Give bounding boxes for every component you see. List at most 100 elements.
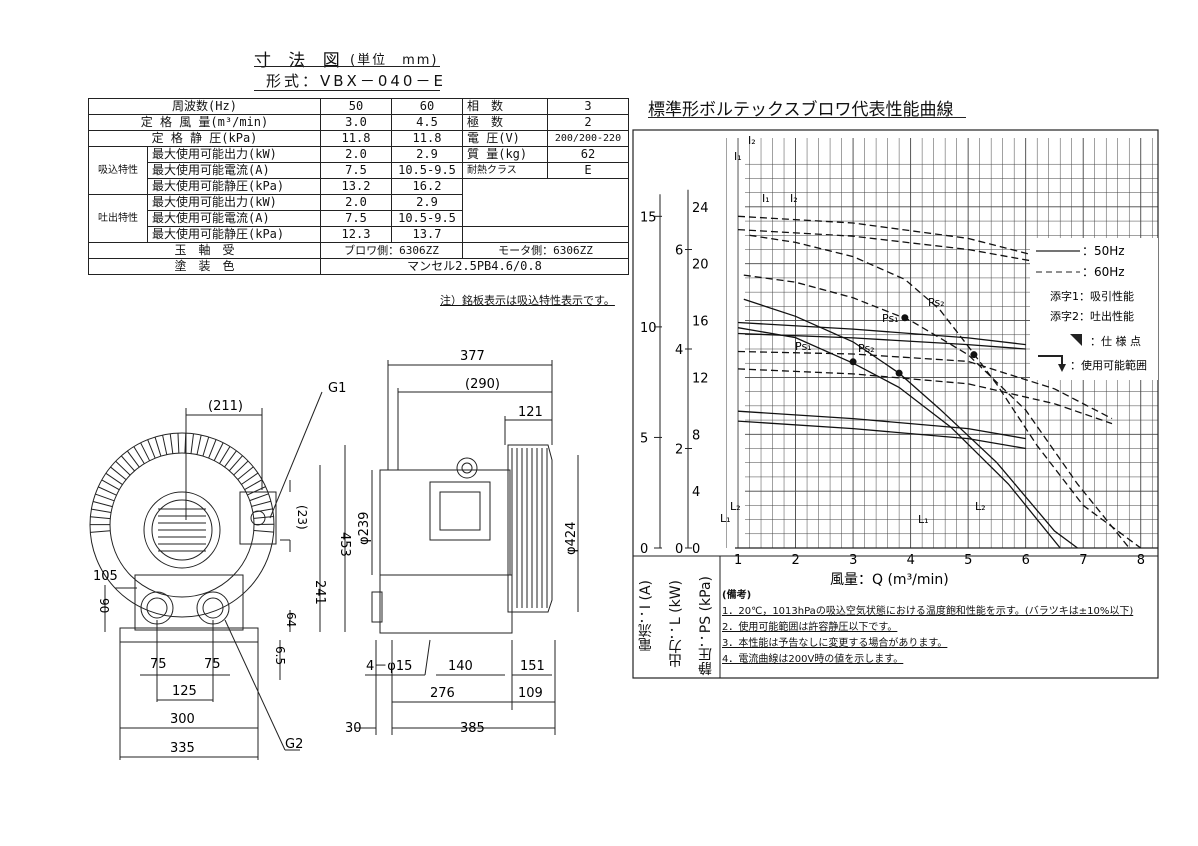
series-line: [737, 420, 1026, 450]
bearing-blower: ブロワ側：6306ZZ: [320, 242, 463, 259]
curve-label-i2-60: I₂: [748, 134, 756, 147]
discharge-pressure-60: 13.7: [391, 226, 463, 243]
blower-casing: [89, 432, 275, 618]
dim-75-left: 75: [150, 657, 167, 672]
output-tick-label: 4: [675, 343, 683, 358]
fin-line: [154, 436, 162, 457]
model-underline: [254, 90, 440, 91]
label-g2: G2: [285, 737, 303, 752]
series-line: [737, 321, 1026, 346]
remarks-head: (備考): [722, 590, 752, 601]
dim-125: 125: [172, 684, 197, 699]
spec-table: 周波数(Hz) 50 60 相 数 3 定 格 風 量(m³/min) 3.0 …: [88, 98, 629, 275]
table-row: 最大使用可能静圧(kPa) 13.2 16.2: [89, 178, 629, 227]
suction-current-50: 7.5: [320, 162, 392, 179]
side-base: [379, 574, 513, 634]
legend-60hz: ：60Hz: [1082, 265, 1125, 279]
chart-spec-points: [849, 314, 978, 377]
table-row: 吐出特性 最大使用可能出力(kW) 2.0 2.9: [88, 194, 629, 243]
fin-line: [237, 466, 254, 480]
pressure-axis-label: 静圧：PS (kPa): [698, 576, 714, 676]
curve-label-l2-right: L₂: [975, 500, 986, 513]
fan-guard-lines: [158, 508, 206, 552]
table-row: 玉 軸 受 ブロワ側：6306ZZ モータ側：6306ZZ: [88, 242, 629, 259]
dim-holes: 4－φ15: [366, 659, 412, 674]
discharge-current-60: 10.5-9.5: [391, 210, 463, 227]
paint-label: 塗 装 色: [88, 258, 321, 275]
fin-line: [91, 508, 112, 514]
dim-335: 335: [170, 741, 195, 756]
x-tick-label: 7: [1079, 553, 1087, 568]
curve-label-ps2-60: Ps₂: [928, 296, 945, 309]
series-line: [737, 332, 1026, 350]
dim-90: 90: [97, 598, 111, 613]
spec-point-icon: [1070, 334, 1082, 346]
series-line: [737, 350, 1113, 420]
fin-line: [95, 493, 115, 502]
pressure-tick-label: 4: [692, 485, 700, 500]
dim-phi239: φ239: [357, 512, 372, 545]
x-tick-label: 8: [1137, 553, 1145, 568]
dim-6-5: 6.5: [273, 646, 287, 665]
curve-label-i1-60: I₁: [734, 150, 742, 163]
fin-line: [98, 486, 117, 496]
suction-port: [140, 591, 174, 625]
output-tick-label: 6: [675, 244, 683, 259]
casing-inner: [109, 452, 255, 598]
discharge-port: [196, 591, 230, 625]
fin-line: [244, 479, 263, 490]
motor-cover: [143, 491, 221, 569]
dim-105: 105: [93, 569, 118, 584]
fin-line: [213, 442, 224, 461]
terminal-box: [239, 491, 277, 545]
dim-385: 385: [460, 721, 485, 736]
output-tick-label: 0: [675, 542, 683, 557]
fin-line: [228, 455, 243, 472]
fin-line: [233, 460, 249, 476]
discharge-output-label: 最大使用可能出力(kW): [147, 194, 321, 211]
fin-line: [224, 450, 237, 468]
spec-point: [901, 314, 909, 322]
casing-fins: [89, 433, 275, 533]
fin-line: [105, 472, 123, 485]
chart-title: 標準形ボルテックスブロワ代表性能曲線: [648, 100, 954, 120]
fin-line: [208, 439, 217, 459]
fin-line: [196, 434, 202, 455]
dim-241: 241: [312, 580, 327, 605]
pressure-tick-label: 0: [692, 542, 700, 557]
spec-point: [849, 358, 857, 366]
legend-50hz: ：50Hz: [1082, 244, 1125, 258]
dim-276: 276: [430, 686, 455, 701]
pressure-tick-label: 24: [692, 201, 709, 216]
fin-line: [190, 433, 195, 454]
legend-sub2: 添字2：吐出性能: [1050, 309, 1134, 323]
spec-point: [970, 351, 978, 359]
series-line: [737, 228, 1113, 279]
curve-label-i2-50: I₂: [790, 192, 798, 205]
x-tick-label: 5: [964, 553, 972, 568]
mass-label: 質 量(kg): [462, 146, 548, 163]
fin-line: [90, 516, 111, 520]
label-g1: G1: [328, 381, 346, 396]
fan-guard: [151, 499, 213, 561]
discharge-pressure-50: 12.3: [320, 226, 392, 243]
spec-point: [895, 369, 903, 377]
x-tick-label: 1: [734, 553, 742, 568]
x-tick-label: 6: [1022, 553, 1030, 568]
x-tick-label: 3: [849, 553, 857, 568]
pressure-tick-label: 16: [692, 315, 709, 330]
front-base: [119, 627, 259, 643]
model-label: 形式：VBX－040－E: [266, 72, 446, 90]
pressure-tick-label: 12: [692, 371, 709, 386]
pressure-tick-label: 20: [692, 258, 709, 273]
current-tick-label: 10: [640, 321, 657, 336]
eye-bolt: [456, 457, 478, 479]
dim-290: (290): [465, 377, 500, 392]
empty-cell: [462, 178, 629, 227]
pressure-tick-label: 8: [692, 428, 700, 443]
dim-121: 121: [518, 405, 543, 420]
x-axis-label: 風量：Q (m³/min): [830, 572, 949, 588]
output-tick-label: 2: [675, 443, 683, 458]
